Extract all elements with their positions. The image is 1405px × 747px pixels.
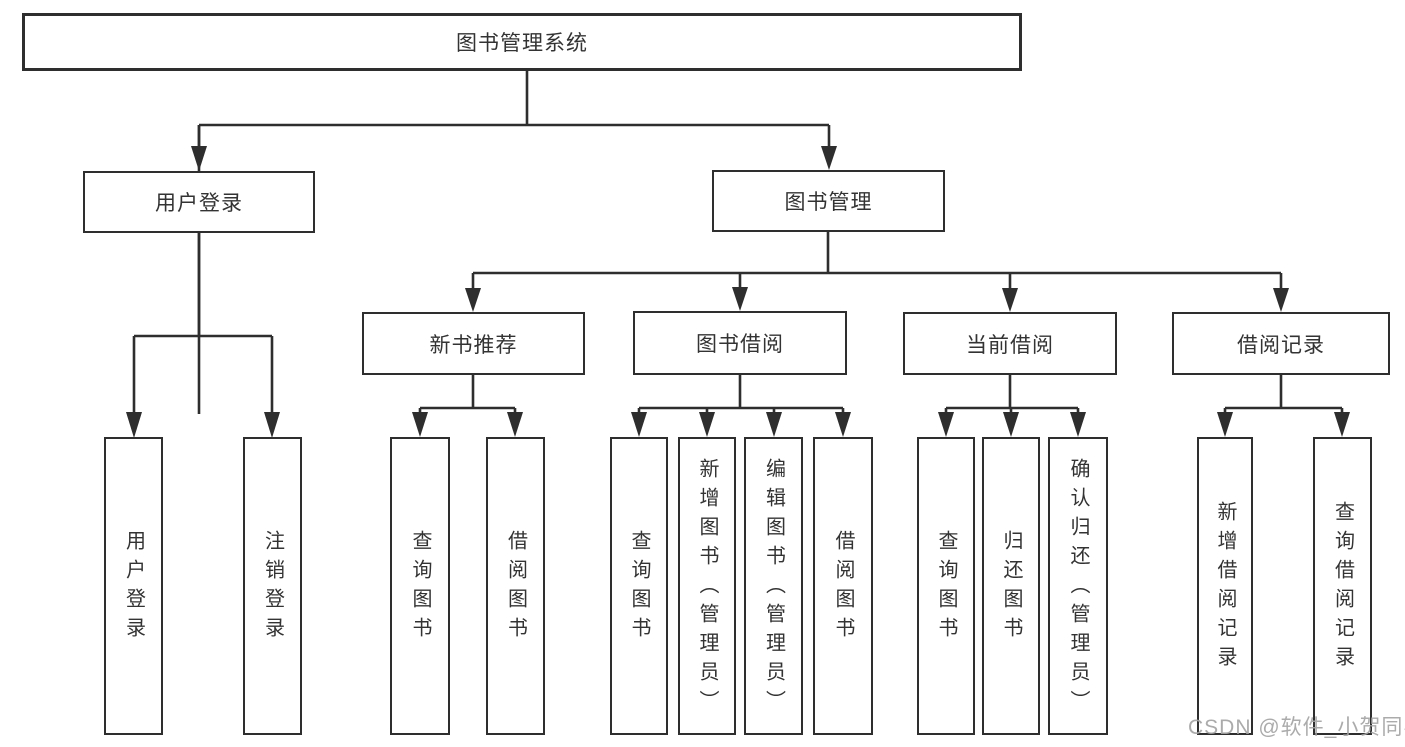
node-book-borrow: 图书借阅 bbox=[633, 311, 847, 375]
leaf-confirm-return-admin: 确认归还（管理员） bbox=[1048, 437, 1108, 735]
leaf-add-books-admin: 新增图书（管理员） bbox=[678, 437, 736, 735]
node-borrow-records: 借阅记录 bbox=[1172, 312, 1390, 375]
csdn-watermark: CSDN @软件_小贺同学 bbox=[1188, 716, 1405, 739]
leaf-query-books-recommend: 查询图书 bbox=[390, 437, 450, 735]
node-root-system: 图书管理系统 bbox=[22, 13, 1022, 71]
leaf-borrow-books: 借阅图书 bbox=[813, 437, 873, 735]
node-new-book-recommend: 新书推荐 bbox=[362, 312, 585, 375]
node-user-login-branch: 用户登录 bbox=[83, 171, 315, 233]
leaf-borrow-books-recommend: 借阅图书 bbox=[486, 437, 545, 735]
leaf-user-login: 用户登录 bbox=[104, 437, 163, 735]
leaf-query-books-current: 查询图书 bbox=[917, 437, 975, 735]
leaf-edit-books-admin: 编辑图书（管理员） bbox=[744, 437, 803, 735]
leaf-add-borrow-record: 新增借阅记录 bbox=[1197, 437, 1253, 735]
leaf-logout: 注销登录 bbox=[243, 437, 302, 735]
leaf-return-books: 归还图书 bbox=[982, 437, 1040, 735]
leaf-query-books-borrow: 查询图书 bbox=[610, 437, 668, 735]
node-book-management-branch: 图书管理 bbox=[712, 170, 945, 232]
leaf-query-borrow-record: 查询借阅记录 bbox=[1313, 437, 1372, 735]
node-current-borrow: 当前借阅 bbox=[903, 312, 1117, 375]
